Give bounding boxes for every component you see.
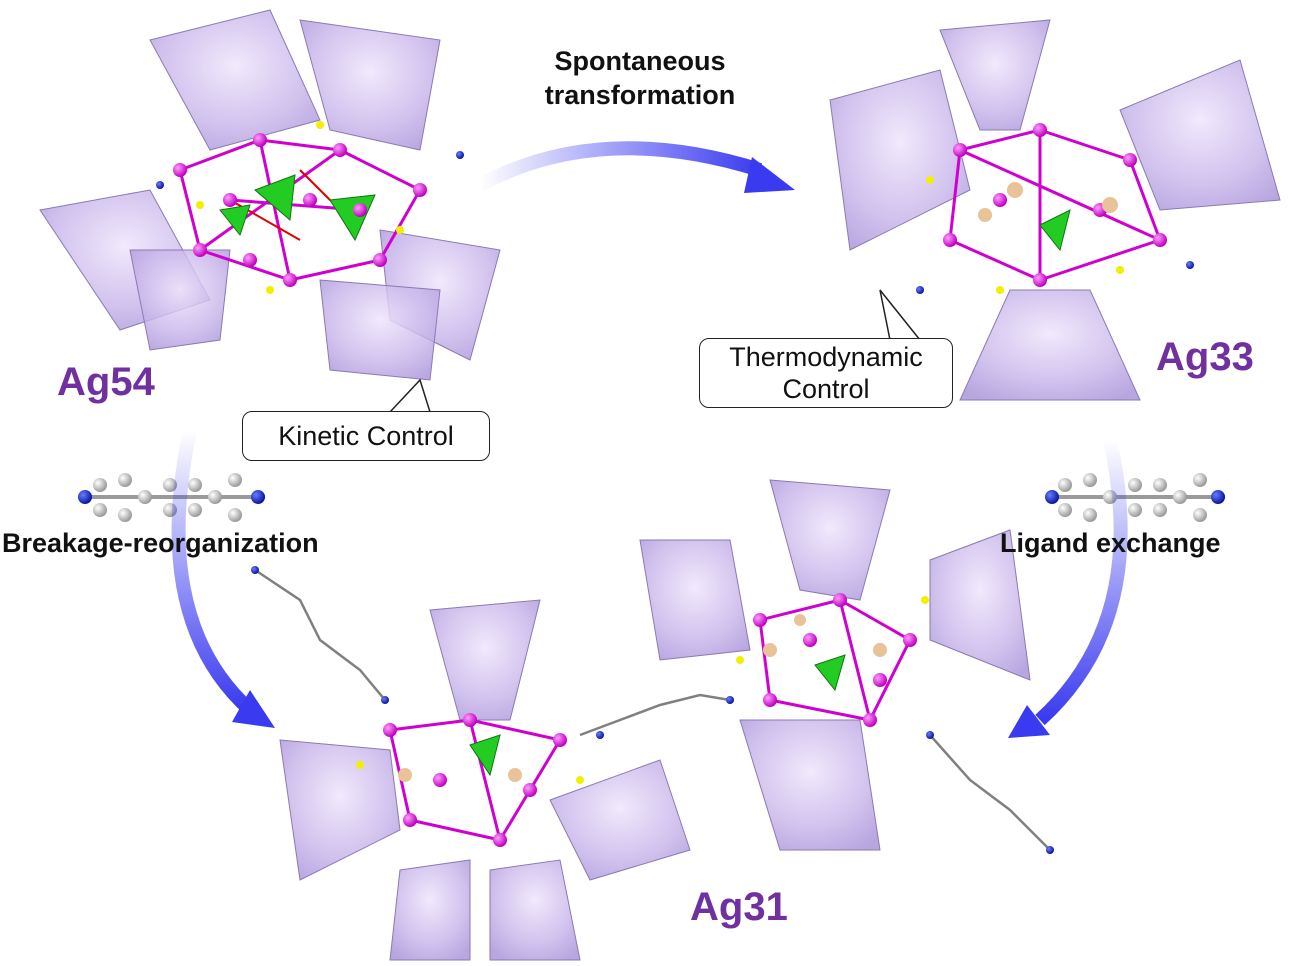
spontaneous-line2: transformation (544, 80, 736, 110)
kinetic-callout-pointer (389, 378, 431, 413)
ag33-label: Ag33 (1156, 335, 1254, 379)
breakage-reorganization-label: Breakage-reorganization (2, 528, 319, 558)
spontaneous-line1: Spontaneous (554, 46, 726, 76)
ag54-cluster (39, 9, 501, 381)
ag31-label: Ag31 (690, 885, 788, 929)
ag54-label: Ag54 (57, 360, 155, 404)
thermo-line2: Control (782, 374, 870, 404)
arrow-ligand-exchange (1008, 438, 1128, 738)
ag31-cluster (251, 479, 1054, 961)
spontaneous-transformation-label: Spontaneous transformation (500, 44, 780, 112)
ligand-model-right (1045, 473, 1225, 522)
ligand-exchange-label: Ligand exchange (1000, 528, 1221, 558)
ligand-model-left (78, 473, 265, 522)
arrow-spontaneous-transformation (476, 141, 795, 193)
thermo-callout-pointer (879, 289, 921, 341)
arrow-breakage-reorganization (171, 428, 275, 728)
kinetic-control-callout: Kinetic Control (242, 411, 490, 461)
ag33-cluster (829, 19, 1281, 401)
thermodynamic-control-callout: Thermodynamic Control (699, 338, 953, 408)
thermo-line1: Thermodynamic (729, 342, 923, 372)
